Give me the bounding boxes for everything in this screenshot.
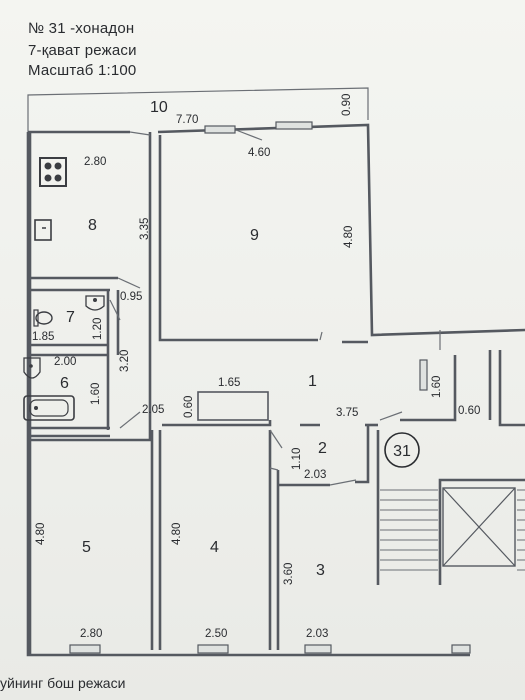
room-4-label: 4 xyxy=(210,539,219,556)
apartment-number-title: № 31 -хонадон xyxy=(28,20,135,37)
room-5-label: 5 xyxy=(82,539,91,556)
floor-plan-subtitle: 7-қават режаси xyxy=(28,42,137,59)
balcony-outline xyxy=(27,87,369,132)
room-6-label: 6 xyxy=(60,375,69,392)
outer-walls xyxy=(26,123,525,657)
dim-kitchen-length: 3.35 xyxy=(139,218,151,240)
dim-room9-width: 4.60 xyxy=(248,147,270,159)
dim-hall-width: 3.75 xyxy=(336,407,358,419)
room-3-label: 3 xyxy=(316,562,325,579)
dim-room4-width: 2.50 xyxy=(205,628,227,640)
kitchen-sink-icon xyxy=(34,219,52,241)
dim-right-niche-length: 1.60 xyxy=(431,376,443,398)
dim-bath-width: 2.00 xyxy=(54,356,76,368)
dim-right-niche-depth: 0.60 xyxy=(458,405,480,417)
dim-room5-width: 2.80 xyxy=(80,628,102,640)
dim-corridor-length: 3.20 xyxy=(119,350,131,372)
room-9-label: 9 xyxy=(250,227,259,244)
dim-room4-length: 4.80 xyxy=(171,523,183,545)
windows xyxy=(69,121,471,654)
dim-bath-length: 1.60 xyxy=(90,383,102,405)
bathroom-basin-icon xyxy=(23,357,41,379)
dim-niche-depth: 0.60 xyxy=(183,396,195,418)
dim-kitchen-width: 2.80 xyxy=(84,156,106,168)
dim-room9-length: 4.80 xyxy=(343,226,355,248)
scale-label: Масштаб 1:100 xyxy=(28,62,137,79)
dim-1-20: 1.20 xyxy=(92,318,104,340)
dim-room3-width: 2.03 xyxy=(306,628,328,640)
dim-balcony-width: 7.70 xyxy=(176,114,198,126)
toilet-icon xyxy=(33,309,53,327)
dim-balcony-depth: 0.90 xyxy=(341,94,353,116)
room-8-label: 8 xyxy=(88,217,97,234)
stove-icon xyxy=(39,157,67,187)
room-10-label: 10 xyxy=(150,99,168,116)
dim-niche-width: 1.65 xyxy=(218,377,240,389)
bathtub-icon xyxy=(23,395,75,421)
dim-0-95: 0.95 xyxy=(120,291,142,303)
footer-caption: уйнинг бош режаси xyxy=(0,675,126,691)
door-swings xyxy=(109,129,403,486)
apartment-circle-badge: 31 xyxy=(384,432,420,468)
washbasin-icon xyxy=(85,295,105,311)
room-1-label: 1 xyxy=(308,373,317,390)
interior-walls xyxy=(30,132,525,650)
dim-2-05: 2.05 xyxy=(142,404,164,416)
dim-toilet-width: 1.85 xyxy=(32,331,54,343)
dim-1-10: 1.10 xyxy=(291,448,303,470)
dim-2-03-mid: 2.03 xyxy=(304,469,326,481)
room-2-label: 2 xyxy=(318,440,327,457)
dim-room3-length: 3.60 xyxy=(283,563,295,585)
room-7-label: 7 xyxy=(66,309,75,326)
stairwell xyxy=(380,487,525,571)
dim-room5-length: 4.80 xyxy=(35,523,47,545)
apartment-circle-label: 31 xyxy=(393,443,411,460)
